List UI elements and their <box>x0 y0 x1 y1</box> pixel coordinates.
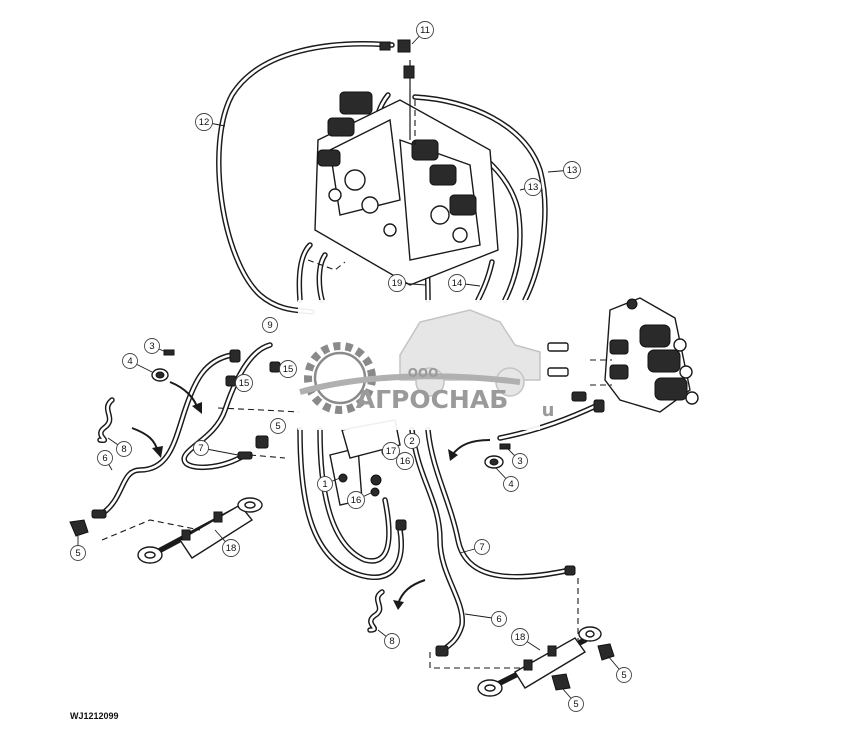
callout-15: 15 <box>235 374 253 392</box>
callout-7: 7 <box>193 440 209 456</box>
callout-7: 7 <box>474 539 490 555</box>
svg-text:14: 14 <box>452 278 463 289</box>
callout-18: 18 <box>222 539 240 557</box>
callout-3: 3 <box>144 338 160 354</box>
svg-text:11: 11 <box>420 25 430 36</box>
center-bracket <box>329 419 407 531</box>
svg-text:6: 6 <box>496 614 501 625</box>
callout-5: 5 <box>616 667 632 683</box>
fitting-11 <box>379 39 415 79</box>
callout-11: 11 <box>416 21 434 39</box>
callout-19: 19 <box>388 274 406 292</box>
callout-2: 2 <box>404 433 420 449</box>
svg-text:8: 8 <box>389 636 394 647</box>
svg-text:5: 5 <box>573 699 578 710</box>
figure-id: WJ1212099 <box>70 711 119 721</box>
arrows <box>131 381 491 610</box>
svg-text:5: 5 <box>75 548 80 559</box>
callout-8: 8 <box>116 441 132 457</box>
svg-text:12: 12 <box>199 117 210 128</box>
svg-text:18: 18 <box>226 543 237 554</box>
callout-13: 13 <box>563 161 581 179</box>
watermark-prefix: ООО <box>408 366 439 380</box>
callout-3: 3 <box>512 453 528 469</box>
svg-text:9: 9 <box>267 320 272 331</box>
callout-5: 5 <box>70 545 86 561</box>
callout-1: 1 <box>317 476 333 492</box>
svg-text:16: 16 <box>351 495 362 506</box>
svg-text:13: 13 <box>528 182 539 193</box>
callout-4: 4 <box>122 353 138 369</box>
watermark-suffix: u <box>542 400 555 421</box>
watermark-name: АГРОСНАБ <box>356 385 509 414</box>
svg-text:4: 4 <box>127 356 132 367</box>
callout-16: 16 <box>396 452 414 470</box>
callout-8: 8 <box>384 633 400 649</box>
callout-15: 15 <box>279 360 297 378</box>
right-valve-block <box>604 297 699 413</box>
svg-text:15: 15 <box>239 378 250 389</box>
callout-5: 5 <box>270 418 286 434</box>
svg-text:15: 15 <box>283 364 294 375</box>
callout-5: 5 <box>568 696 584 712</box>
callout-6: 6 <box>97 450 113 466</box>
svg-text:7: 7 <box>198 443 203 454</box>
callout-6: 6 <box>491 611 507 627</box>
callout-4: 4 <box>503 476 519 492</box>
right-clamp <box>484 443 511 469</box>
main-control-valve <box>314 60 499 286</box>
right-fittings <box>547 342 605 413</box>
callout-9: 9 <box>262 317 278 333</box>
callout-14: 14 <box>448 274 466 292</box>
svg-text:7: 7 <box>479 542 484 553</box>
svg-text:2: 2 <box>409 436 414 447</box>
svg-text:1: 1 <box>322 479 327 490</box>
dashed-guides <box>101 259 612 669</box>
svg-text:19: 19 <box>392 278 403 289</box>
svg-text:16: 16 <box>400 456 411 467</box>
cylinder-18-right <box>435 565 615 697</box>
svg-text:5: 5 <box>275 421 280 432</box>
svg-text:3: 3 <box>517 456 522 467</box>
callout-17: 17 <box>382 442 400 460</box>
svg-text:13: 13 <box>567 165 578 176</box>
svg-text:4: 4 <box>508 479 513 490</box>
callout-13: 13 <box>524 178 542 196</box>
svg-text:3: 3 <box>149 341 154 352</box>
callout-16: 16 <box>347 491 365 509</box>
svg-text:6: 6 <box>102 453 107 464</box>
callout-18: 18 <box>511 628 529 646</box>
svg-text:17: 17 <box>386 446 397 457</box>
svg-text:8: 8 <box>121 444 126 455</box>
left-components <box>69 349 281 537</box>
callout-12: 12 <box>195 113 213 131</box>
watermark: ООО АГРОСНАБ u <box>298 300 554 430</box>
svg-text:5: 5 <box>621 670 626 681</box>
svg-text:18: 18 <box>515 632 526 643</box>
cylinder-18-left <box>137 497 263 564</box>
